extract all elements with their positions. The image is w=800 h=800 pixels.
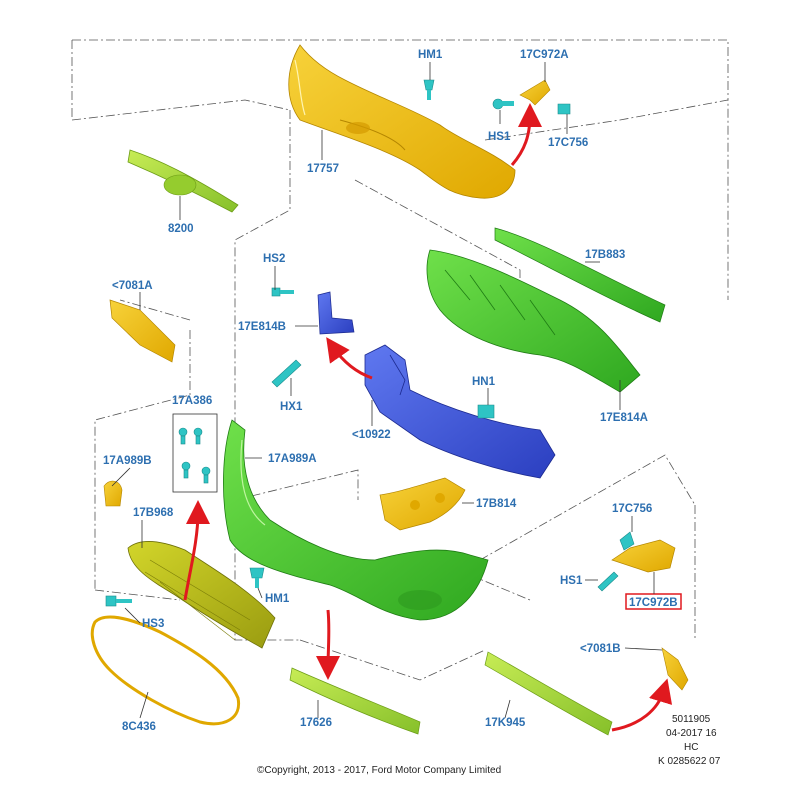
label-7081A: <7081A — [112, 280, 153, 292]
label-17757: 17757 — [307, 163, 339, 175]
bumper-cover-17757[interactable] — [288, 44, 516, 199]
label-8200: 8200 — [168, 223, 194, 235]
label-7081B: <7081B — [580, 643, 621, 655]
label-17E814A: 17E814A — [600, 412, 648, 424]
part-labels: HM1 17C972A HS1 17C756 17757 8200 HS2 17… — [103, 49, 678, 733]
label-HS2: HS2 — [263, 253, 285, 265]
label-10922: <10922 — [352, 429, 391, 441]
impact-beam-10922[interactable] — [364, 344, 556, 479]
clip-HM1-low[interactable] — [249, 567, 265, 588]
clip-HS1-right[interactable] — [597, 571, 619, 592]
copyright-text: ©Copyright, 2013 - 2017, Ford Motor Comp… — [257, 765, 501, 776]
reinforcement-17E814A[interactable] — [426, 249, 641, 393]
clip-HS2[interactable] — [271, 287, 294, 297]
strip-17K945[interactable] — [484, 651, 613, 736]
label-8C436: 8C436 — [122, 721, 156, 733]
nut-HN1[interactable] — [477, 404, 495, 419]
label-17C756-right: 17C756 — [612, 503, 652, 515]
lower-bumper-17A989A[interactable] — [223, 419, 489, 621]
label-17B883: 17B883 — [585, 249, 625, 261]
label-HS1-right: HS1 — [560, 575, 583, 587]
leader-lines — [111, 62, 663, 719]
meta-date: 04-2017 16 — [666, 728, 717, 739]
label-hm1-top: HM1 — [418, 49, 443, 61]
meta-ref: K 0285622 07 — [658, 756, 721, 767]
label-17A989B: 17A989B — [103, 455, 152, 467]
clip-HS3[interactable] — [105, 595, 132, 607]
spoiler-17B883[interactable] — [494, 227, 666, 323]
label-17C972B: 17C972B — [629, 597, 678, 609]
grille-17B968[interactable] — [127, 541, 276, 649]
meta-hc: HC — [684, 742, 698, 753]
bracket-17C972B[interactable] — [611, 539, 676, 573]
label-17C756-top: 17C756 — [548, 137, 588, 149]
bracket-17E814B[interactable] — [317, 291, 355, 335]
clip-HM1-top[interactable] — [423, 79, 435, 100]
label-HX1: HX1 — [280, 401, 303, 413]
label-17E814B: 17E814B — [238, 321, 286, 333]
clip-kit-17A386[interactable] — [172, 413, 218, 493]
strip-17626[interactable] — [289, 667, 421, 735]
clip-17C756-top[interactable] — [557, 103, 571, 115]
label-HS3: HS3 — [142, 618, 164, 630]
reflector-7081B[interactable] — [661, 647, 689, 691]
label-17C972A: 17C972A — [520, 49, 569, 61]
assembly-arrows — [183, 103, 673, 732]
label-17626: 17626 — [300, 717, 332, 729]
grille-8200[interactable] — [127, 149, 239, 213]
highlight-box-17C972B — [625, 593, 682, 610]
label-17B814: 17B814 — [476, 498, 517, 510]
label-HM1-low: HM1 — [265, 593, 290, 605]
label-17A989A: 17A989A — [268, 453, 317, 465]
clip-17C756-right[interactable] — [619, 531, 635, 551]
clip-HX1[interactable] — [271, 359, 302, 388]
label-hs1-top: HS1 — [488, 131, 511, 143]
label-17B968: 17B968 — [133, 507, 174, 519]
bracket-17B814[interactable] — [379, 477, 466, 531]
meta-code: 5011905 — [672, 714, 711, 725]
clip-HS1-top[interactable] — [492, 98, 514, 110]
surround-8C436[interactable] — [90, 615, 241, 726]
diagram-meta: 5011905 04-2017 16 HC K 0285622 07 — [658, 714, 721, 767]
bracket-17C972A[interactable] — [519, 79, 551, 106]
cap-17A989B[interactable] — [103, 480, 123, 507]
label-HN1: HN1 — [472, 376, 496, 388]
reflector-7081A[interactable] — [109, 299, 176, 363]
label-17A386: 17A386 — [172, 395, 212, 407]
label-17K945: 17K945 — [485, 717, 526, 729]
